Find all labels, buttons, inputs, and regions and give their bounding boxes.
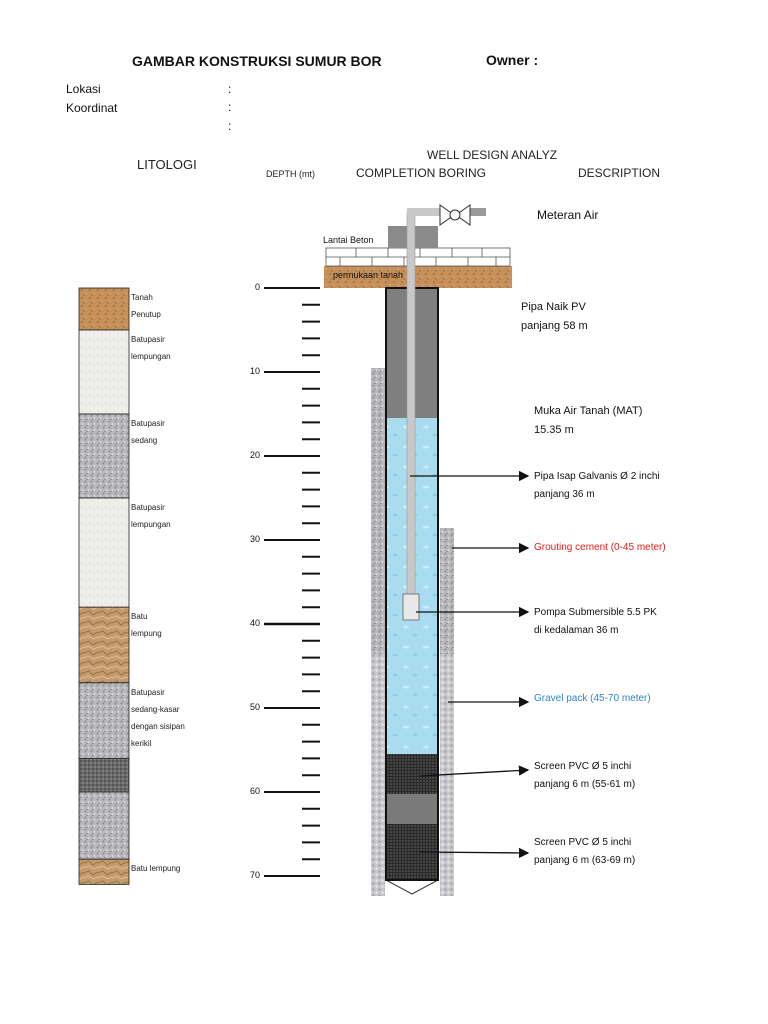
lithology-label-line: lempung <box>131 629 162 639</box>
lithology-label: Batu lempung <box>131 608 162 642</box>
desc-mat-line2: 15.35 m <box>534 424 574 436</box>
ground-surface <box>324 266 512 288</box>
outlet-pipe-end <box>468 208 486 216</box>
desc-mat: Muka Air Tanah (MAT) 15.35 m <box>534 402 642 440</box>
outlet-pipe <box>407 208 441 216</box>
desc-pipa-isap-line2: panjang 36 m <box>534 489 595 500</box>
depth-tick-label: 10 <box>249 366 260 376</box>
desc-grouting: Grouting cement (0-45 meter) <box>534 542 666 553</box>
lithology-layer <box>78 682 130 759</box>
gravel-left <box>371 654 385 896</box>
depth-header: DEPTH (mt) <box>266 169 315 179</box>
desc-pipa-naik-line2: panjang 58 m <box>521 320 588 332</box>
lithology-label-line: sedang-kasar <box>131 704 180 714</box>
desc-pipa-isap-line1: Pipa Isap Galvanis Ø 2 inchi <box>534 471 660 482</box>
depth-tick-label: 50 <box>249 702 260 712</box>
lithology-label-line: dengan sisipan <box>131 721 185 731</box>
lokasi-label: Lokasi <box>66 82 101 96</box>
lithology-label: Batupasir sedang-kasar dengan sisipan kerik… <box>131 684 185 752</box>
depth-tick-label: 70 <box>249 870 260 880</box>
submersible-pump <box>402 593 420 621</box>
lithology-label-line: Batupasir <box>131 687 165 697</box>
casing-end-cap <box>385 879 439 895</box>
lithology-layer <box>78 287 130 331</box>
desc-pompa-line1: Pompa Submersible 5.5 PK <box>534 607 657 618</box>
desc-screen-2-line2: panjang 6 m (63-69 m) <box>534 855 636 866</box>
grouting-left <box>371 368 385 654</box>
lithology-layer <box>78 413 130 499</box>
koordinat-label: Koordinat <box>66 101 118 115</box>
lithology-layer <box>78 758 130 793</box>
description-header: DESCRIPTION <box>578 166 661 180</box>
lithology-label: Batu lempung <box>131 860 180 877</box>
desc-screen-2: Screen PVC Ø 5 inchi panjang 6 m (63-69 … <box>534 834 635 870</box>
desc-screen-2-line1: Screen PVC Ø 5 inchi <box>534 837 632 848</box>
depth-scale <box>264 287 320 877</box>
depth-tick-label: 0 <box>254 282 260 292</box>
blank-casing <box>386 794 438 824</box>
well-design-header: WELL DESIGN ANALYZ <box>427 148 558 162</box>
depth-tick-label: 30 <box>249 534 260 544</box>
lithology-label: Batupasir sedang <box>131 415 165 449</box>
lithology-label: Batupasir lempungan <box>131 331 171 365</box>
screen-1 <box>386 754 438 794</box>
lithology-label-line: Batu <box>131 612 148 622</box>
lithology-label-line: Batupasir <box>131 419 165 428</box>
lithology-label-line: lempungan <box>131 352 171 361</box>
desc-screen-1-line2: panjang 6 m (55-61 m) <box>534 779 636 790</box>
depth-tick-label: 40 <box>249 618 260 628</box>
lithology-label-line: Tanah <box>131 293 153 302</box>
lantai-beton-label: Lantai Beton <box>323 235 374 245</box>
depth-tick-label: 20 <box>249 450 260 460</box>
arrow-screen-2 <box>419 847 530 859</box>
lithology-layer <box>78 606 130 684</box>
permukaan-tanah-label: permukaan tanah <box>333 270 404 280</box>
desc-screen-1: Screen PVC Ø 5 inchi panjang 6 m (55-61 … <box>534 758 635 794</box>
desc-pipa-isap: Pipa Isap Galvanis Ø 2 inchi panjang 36 … <box>534 468 660 504</box>
completion-header: COMPLETION BORING <box>356 166 487 180</box>
lithology-label-line: sedang <box>131 436 158 445</box>
desc-mat-line1: Muka Air Tanah (MAT) <box>534 405 643 417</box>
desc-pompa-line2: di kedalaman 36 m <box>534 625 619 636</box>
lithology-label-line: Penutup <box>131 310 161 319</box>
lithology-layer <box>78 791 130 860</box>
depth-tick-label: 60 <box>249 786 260 796</box>
grouting-right <box>440 528 454 654</box>
lithology-label-line: Batupasir <box>131 335 165 344</box>
lithology-label-line: kerikil <box>131 738 152 748</box>
lithology-layer <box>78 858 130 885</box>
desc-screen-1-line1: Screen PVC Ø 5 inchi <box>534 761 632 772</box>
desc-pipa-naik-line1: Pipa Naik PV <box>521 301 586 313</box>
meteran-air-label: Meteran Air <box>537 208 599 222</box>
litologi-header: LITOLOGI <box>137 157 197 172</box>
lithology-label-line: Batupasir <box>131 503 165 512</box>
lithology-layer <box>78 329 130 415</box>
owner-label: Owner : <box>486 52 539 68</box>
page-title: GAMBAR KONSTRUKSI SUMUR BOR <box>132 53 382 69</box>
desc-gravel: Gravel pack (45-70 meter) <box>534 693 651 704</box>
lithology-layer <box>78 497 130 608</box>
lithology-label-line: Batu lempung <box>131 864 181 874</box>
concrete-floor <box>325 247 511 267</box>
riser-pipe <box>406 211 416 613</box>
lithology-label: Batupasir lempungan <box>131 499 171 533</box>
desc-pompa: Pompa Submersible 5.5 PK di kedalaman 36… <box>534 604 657 640</box>
lithology-column <box>78 287 130 885</box>
water-meter-icon <box>439 204 471 226</box>
extra-colon: : <box>228 119 232 133</box>
lokasi-colon: : <box>228 82 232 96</box>
lithology-label-line: lempungan <box>131 520 171 529</box>
desc-pipa-naik: Pipa Naik PV panjang 58 m <box>521 298 588 336</box>
arrow-screen-1 <box>419 765 530 777</box>
koordinat-colon: : <box>228 100 232 114</box>
